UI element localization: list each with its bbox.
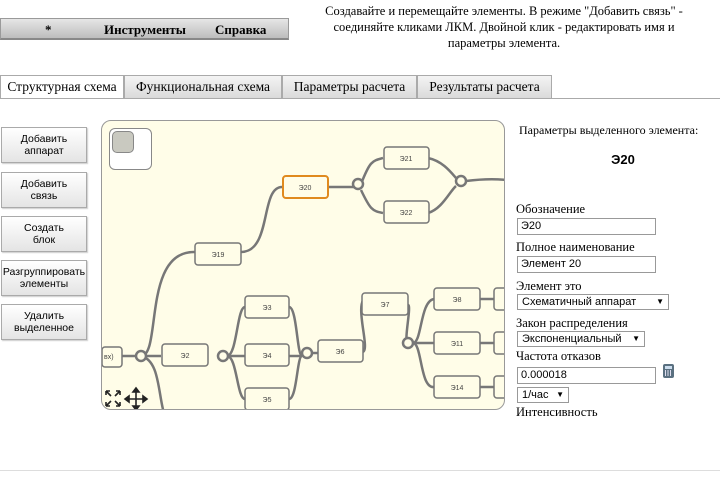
- create-block-label-1: Создать: [24, 222, 64, 234]
- node-e8-box: [433, 287, 481, 311]
- node-e3-box: [244, 295, 290, 319]
- designation-field[interactable]: Э20: [517, 218, 656, 235]
- add-device-label-1: Добавить: [20, 133, 68, 145]
- move-icon: [123, 386, 149, 409]
- ungroup-label-2: элементы: [19, 278, 69, 290]
- add-link-label-1: Добавить: [20, 178, 68, 190]
- tab-calc-params[interactable]: Параметры расчета: [282, 75, 417, 98]
- node-e5-label: Э5: [263, 397, 272, 404]
- unit-value: 1/час: [522, 389, 549, 401]
- full-name-label: Полное наименование: [516, 240, 635, 254]
- menu-bar: * Инструменты Справка: [0, 18, 289, 40]
- node-e22-label: Э22: [400, 210, 413, 217]
- junction-node: [300, 346, 314, 360]
- tab-divider: [0, 98, 720, 99]
- node-e4-box: [244, 343, 290, 367]
- ungroup-label-1: Разгруппировать: [2, 266, 86, 278]
- footer-divider: [0, 470, 720, 471]
- node-input-label: вх): [104, 354, 114, 361]
- minimap[interactable]: [109, 128, 152, 170]
- link-to-e19: [140, 250, 197, 358]
- junction-node: [134, 349, 148, 363]
- node-e11-label: Э11: [451, 341, 463, 348]
- hint-line-2: соединяйте кликами ЛКМ. Двойной клик - р…: [333, 20, 675, 34]
- diagram-svg: вх) Э20 Э21 Э22 Э19 Э3 Э4 Э5 Э2 Э6 Э7 Э8: [102, 146, 504, 409]
- diagram-canvas[interactable]: вх) Э20 Э21 Э22 Э19 Э3 Э4 Э5 Э2 Э6 Э7 Э8: [101, 120, 505, 410]
- add-link-label-2: связь: [30, 190, 58, 202]
- distribution-value: Экспоненциальный: [522, 333, 622, 345]
- element-type-select[interactable]: Схематичный аппарат ▼: [517, 294, 669, 310]
- node-e8-label: Э8: [453, 297, 462, 304]
- node-e11-box: [433, 331, 481, 355]
- element-type-label: Элемент это: [516, 279, 582, 293]
- node-e2-box: [161, 343, 209, 367]
- element-type-value: Схематичный аппарат: [522, 296, 637, 308]
- dropdown-arrow-icon: ▼: [556, 390, 564, 399]
- node-e2-label: Э2: [181, 353, 190, 360]
- designation-label: Обозначение: [516, 202, 586, 216]
- node-input-box: [102, 346, 123, 368]
- delete-label-1: Удалить: [23, 310, 65, 322]
- add-device-label-2: аппарат: [24, 145, 64, 157]
- node-e3-label: Э3: [263, 305, 272, 312]
- node-e5-box: [244, 387, 290, 409]
- unit-select[interactable]: 1/час ▼: [517, 387, 569, 403]
- junction-node: [351, 177, 365, 191]
- distribution-select[interactable]: Экспоненциальный ▼: [517, 331, 645, 347]
- hint-line-1: Создавайте и перемещайте элементы. В реж…: [325, 4, 683, 18]
- calculator-icon[interactable]: [663, 364, 674, 378]
- tab-calc-results[interactable]: Результаты расчета: [417, 75, 552, 98]
- junction-node: [454, 174, 468, 188]
- node-e14-label: Э14: [451, 385, 464, 392]
- junction-node: [216, 349, 230, 363]
- delete-label-2: выделенное: [14, 322, 74, 334]
- failure-rate-field[interactable]: 0.000018: [517, 367, 656, 384]
- node-e4-label: Э4: [263, 353, 272, 360]
- intensity-label: Интенсивность: [516, 405, 598, 419]
- dropdown-arrow-icon: ▼: [632, 334, 640, 343]
- minimap-viewport[interactable]: [112, 131, 134, 153]
- node-e21-box: [383, 146, 430, 170]
- expand-icon: [105, 390, 121, 407]
- menu-item-tools[interactable]: Инструменты: [104, 22, 186, 37]
- hint-text: Создавайте и перемещайте элементы. В реж…: [318, 3, 690, 51]
- node-e6-box: [317, 339, 364, 363]
- node-e20-box: [282, 175, 329, 199]
- selected-element-name: Э20: [611, 152, 635, 167]
- node-e21-label: Э21: [400, 156, 413, 163]
- tab-structural-scheme[interactable]: Структурная схема: [0, 75, 124, 99]
- node-e14-box: [433, 375, 481, 399]
- tab-functional-scheme[interactable]: Функциональная схема: [124, 75, 282, 98]
- node-e20-label: Э20: [299, 185, 312, 192]
- node-e7-label: Э7: [381, 302, 390, 309]
- menu-item-help[interactable]: Справка: [215, 22, 267, 37]
- node-e6-label: Э6: [336, 349, 345, 356]
- create-block-label-2: блок: [32, 234, 56, 246]
- junction-node: [401, 336, 415, 350]
- hint-line-3: параметры элемента.: [447, 36, 561, 50]
- dropdown-arrow-icon: ▼: [656, 297, 664, 306]
- distribution-label: Закон распределения: [516, 316, 628, 330]
- node-e19-label: Э19: [212, 252, 225, 259]
- node-e22-box: [383, 200, 430, 224]
- node-e7-box: [361, 292, 409, 316]
- node-e19-box: [194, 242, 242, 266]
- tab-bar: Структурная схема Функциональная схема П…: [0, 75, 720, 99]
- full-name-field[interactable]: Элемент 20: [517, 256, 656, 273]
- failure-rate-label: Частота отказов: [516, 349, 601, 363]
- properties-title: Параметры выделенного элемента:: [519, 123, 699, 137]
- menu-item-star[interactable]: *: [45, 22, 52, 37]
